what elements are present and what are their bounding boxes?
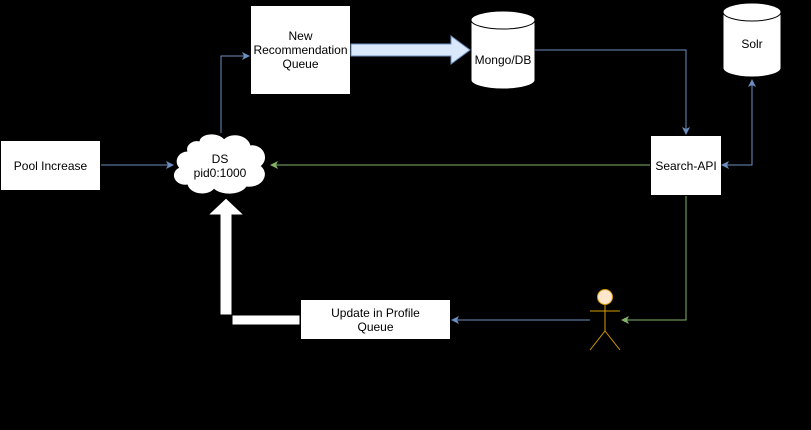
update-profile-queue-node: Update in Profile Queue: [301, 300, 450, 339]
edge-profile-queue-to-ds: [206, 197, 301, 326]
ds-cloud-shape: [173, 134, 265, 194]
rec-queue-label-line1: New: [288, 29, 313, 43]
edge-search-api-to-actor: [621, 196, 687, 324]
mongo-db-cylinder: [470, 10, 536, 90]
solr-text: Solr: [741, 37, 763, 51]
ds-label-line1: DS: [211, 152, 229, 166]
edge-mongo-to-search-api: [535, 49, 690, 135]
profile-queue-label-line1: Update in Profile: [331, 305, 420, 320]
profile-queue-label-line2: Queue: [357, 319, 394, 334]
rec-queue-label-line3: Queue: [282, 57, 319, 71]
ds-label-line2: pid0:1000: [193, 166, 247, 180]
pool-increase-node: Pool Increase: [1, 141, 100, 190]
mongo-db-text: Mongo/DB: [474, 53, 532, 67]
mongo-db-label: Mongo/DB: [471, 52, 535, 68]
person-icon: [589, 289, 621, 351]
pool-increase-label: Pool Increase: [13, 158, 88, 173]
search-api-node: Search-API: [651, 136, 721, 195]
ds-label: DS pid0:1000: [180, 150, 260, 182]
solr-cylinder: [722, 2, 782, 78]
edge-search-api-to-solr: [721, 79, 756, 169]
search-api-label: Search-API: [655, 158, 717, 173]
solr-label: Solr: [723, 36, 781, 52]
edge-ds-to-rec-queue: [220, 52, 250, 133]
edge-rec-queue-to-mongo: [350, 35, 471, 65]
rec-queue-label-line2: Recommendation: [253, 43, 348, 57]
new-recommendation-queue-node: New Recommendation Queue: [251, 6, 350, 94]
